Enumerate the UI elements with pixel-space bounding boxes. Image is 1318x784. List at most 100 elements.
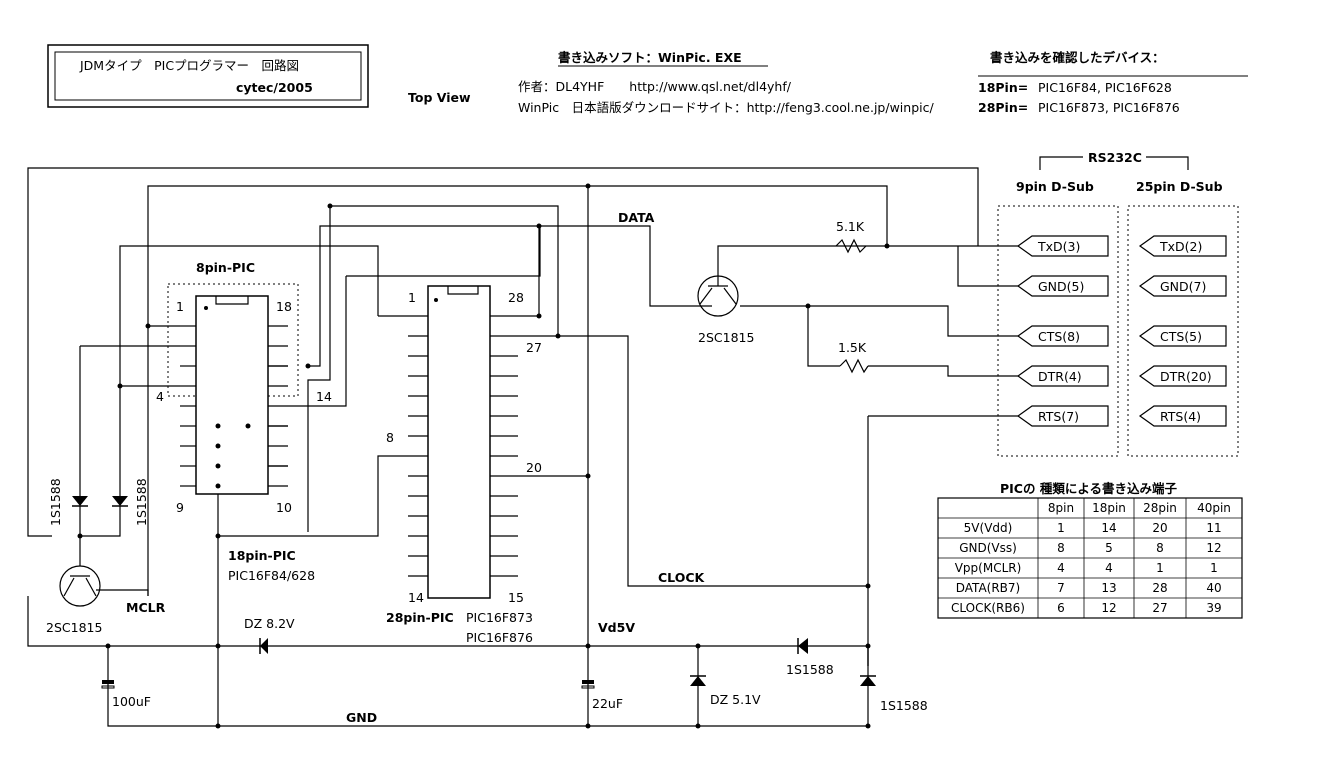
- top-view-label: Top View: [408, 90, 471, 105]
- dev18-label: 18Pin=: [978, 80, 1028, 95]
- junction-dot: [245, 423, 251, 429]
- junction-dot: [77, 533, 83, 539]
- junction-dot: [327, 203, 333, 209]
- transistor-mclr: [59, 565, 101, 607]
- junction-dot: [865, 583, 871, 589]
- junction-dot: [585, 723, 591, 729]
- dsub9-connector: [997, 205, 1119, 457]
- dsub25-label: 25pin D-Sub: [1136, 179, 1223, 194]
- junction-dot: [215, 463, 221, 469]
- dsub9-pin-label: DTR(4): [1038, 369, 1082, 384]
- zener-5v1: [690, 675, 706, 686]
- dev28-value: PIC16F873, PIC16F876: [1038, 100, 1180, 115]
- title-box: JDMタイプ PICプログラマー 回路図 cytec/2005: [47, 44, 369, 108]
- r2-label: 1.5K: [838, 340, 867, 355]
- pin28-28: 28: [508, 290, 524, 305]
- pin28-27: 27: [526, 340, 542, 355]
- c100-label: 100uF: [112, 694, 151, 709]
- pin-table-cell: GND(Vss): [959, 541, 1017, 555]
- dsub25-pin-box: [1138, 365, 1227, 387]
- pin-table-cell: 1: [1156, 561, 1164, 575]
- pin-table-header: 28pin: [1143, 501, 1177, 515]
- junction-dot: [865, 723, 871, 729]
- transistor-data: [697, 275, 739, 317]
- junction-dot: [215, 443, 221, 449]
- dsub25-pin-box: [1138, 275, 1227, 297]
- dsub9-pin-label: RTS(7): [1038, 409, 1079, 424]
- diode-rts: [860, 675, 876, 686]
- zener-8v2: [259, 638, 268, 654]
- r1-label: 5.1K: [836, 219, 865, 234]
- pic8-label: 8pin-PIC: [196, 260, 255, 275]
- dsub9-pin-box: [1016, 275, 1109, 297]
- pin-table-header: 8pin: [1048, 501, 1074, 515]
- dsub25-pin-box: [1138, 325, 1227, 347]
- d2-label: 1S1588: [134, 478, 149, 526]
- dsub9-pin-label: TxD(3): [1037, 239, 1080, 254]
- pic18-models: PIC16F84/628: [228, 568, 315, 583]
- author-credit: cytec/2005: [236, 80, 313, 95]
- pin-table-cell: 4: [1105, 561, 1113, 575]
- junction-dot: [585, 183, 591, 189]
- cap-100uf: [101, 680, 115, 689]
- dsub25-pin-label: DTR(20): [1160, 369, 1212, 384]
- tr1-label: 2SC1815: [698, 330, 754, 345]
- pin-table-cell: 1: [1210, 561, 1218, 575]
- junction-dot: [555, 333, 561, 339]
- dsub25-pin-label: CTS(5): [1160, 329, 1202, 344]
- d1-label: 1S1588: [48, 478, 63, 526]
- junction-dot: [215, 643, 221, 649]
- pin18-14: 14: [316, 389, 332, 404]
- pin18-1: 1: [176, 299, 184, 314]
- junction-dot: [695, 723, 701, 729]
- junction-dot: [884, 243, 890, 249]
- dev28-label: 28Pin=: [978, 100, 1028, 115]
- pin-table-cell: 11: [1206, 521, 1221, 535]
- dsub9-pin-label: CTS(8): [1038, 329, 1080, 344]
- pin18-4: 4: [156, 389, 164, 404]
- dsub25-pin-label: TxD(2): [1159, 239, 1202, 254]
- diode-left-2: [112, 496, 128, 507]
- pin28-15: 15: [508, 590, 524, 605]
- junction-dot: [305, 363, 311, 369]
- dz82-label: DZ 8.2V: [244, 616, 295, 631]
- junction-dot: [145, 323, 151, 329]
- pin-table-cell: 12: [1206, 541, 1221, 555]
- pin-table-cell: 14: [1101, 521, 1116, 535]
- resistor-5k1: [835, 238, 867, 254]
- pin18-10: 10: [276, 500, 292, 515]
- dsub25-pin-label: GND(7): [1160, 279, 1206, 294]
- pin-table-title: PICの 種類による書き込み端子: [1000, 481, 1177, 496]
- pin-table-header: 40pin: [1197, 501, 1231, 515]
- pin-table-cell: 6: [1057, 601, 1065, 615]
- pic28-label: 28pin-PIC: [386, 610, 454, 625]
- diode-left-1: [72, 496, 88, 507]
- dsub9-label: 9pin D-Sub: [1016, 179, 1094, 194]
- rs232-title: RS232C: [1088, 150, 1142, 165]
- cap-22uf: [581, 680, 595, 689]
- pic18-chip: [195, 295, 269, 495]
- junction-dot: [215, 723, 221, 729]
- pin-table-cell: 8: [1156, 541, 1164, 555]
- pic18-label: 18pin-PIC: [228, 548, 296, 563]
- pin28-1: 1: [408, 290, 416, 305]
- junction-dot: [865, 643, 871, 649]
- junction-dot: [215, 423, 221, 429]
- clock-net-label: CLOCK: [658, 570, 705, 585]
- resistor-1k5: [839, 358, 869, 374]
- pin-table-cell: 20: [1152, 521, 1167, 535]
- junction-dot: [695, 643, 701, 649]
- gnd-net-label: GND: [346, 710, 377, 725]
- pin-table-cell: DATA(RB7): [956, 581, 1020, 595]
- devices-title: 書き込みを確認したデバイス：: [990, 50, 1165, 65]
- pic28-model1: PIC16F873: [466, 610, 533, 625]
- pin-table-cell: 5: [1105, 541, 1113, 555]
- pin-table-cell: 7: [1057, 581, 1065, 595]
- pin-table-cell: CLOCK(RB6): [951, 601, 1025, 615]
- dsub9-pin-box: [1016, 235, 1109, 257]
- pin-table-cell: 27: [1152, 601, 1167, 615]
- junction-dot: [215, 533, 221, 539]
- pin-table-header: 18pin: [1092, 501, 1126, 515]
- dsub9-pin-box: [1016, 405, 1109, 427]
